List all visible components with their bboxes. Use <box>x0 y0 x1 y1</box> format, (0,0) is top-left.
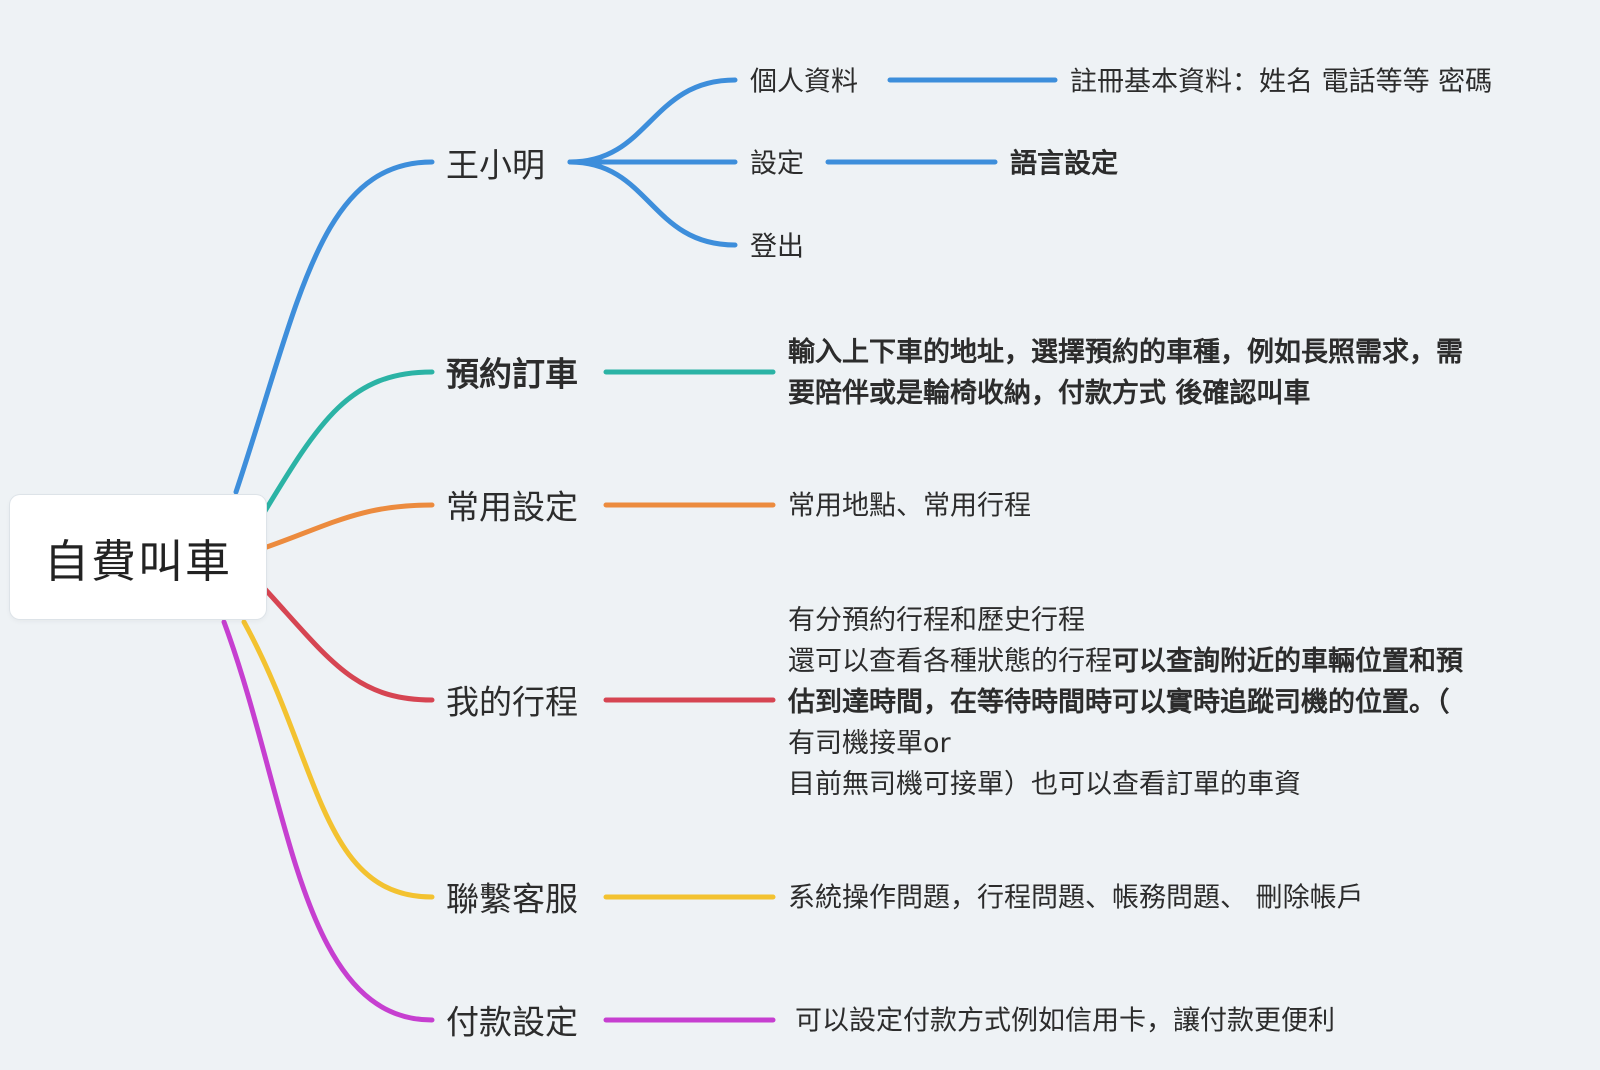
sub-profile-label: 個人資料 <box>750 66 858 98</box>
link-user-profile <box>567 77 738 165</box>
settings-detail-text: 語言設定 <box>1010 148 1118 180</box>
common-detail-text: 常用地點、常用行程 <box>788 490 1031 522</box>
sub-logout-label: 登出 <box>750 231 804 263</box>
trips-detail-line5: 目前無司機可接單）也可以查看訂單的車資 <box>788 769 1301 800</box>
branch-payment-label: 付款設定 <box>446 1002 578 1042</box>
branch-trips[interactable]: 我的行程 <box>446 686 578 719</box>
booking-detail-line1: 輸入上下車的地址，選擇預約的車種，例如長照需求，需 <box>788 337 1463 368</box>
link-root-support <box>241 619 435 900</box>
link-root-trips <box>261 585 435 703</box>
root-label: 自費叫車 <box>43 534 232 588</box>
root-node[interactable]: 自費叫車 <box>10 495 266 619</box>
trips-detail: 有分預約行程和歷史行程 還可以查看各種狀態的行程可以查詢附近的車輛位置和預 估到… <box>788 600 1578 805</box>
trips-detail-line2a: 還可以查看各種狀態的行程 <box>788 646 1112 677</box>
payment-detail-text: 可以設定付款方式例如信用卡，讓付款更便利 <box>795 1005 1335 1037</box>
branch-common[interactable]: 常用設定 <box>446 491 578 524</box>
link-user-logout <box>567 159 738 248</box>
link-root-payment <box>221 619 435 1023</box>
link-root-booking <box>259 369 435 519</box>
branch-support-label: 聯繫客服 <box>446 879 578 919</box>
link-root-user <box>233 159 435 495</box>
common-detail: 常用地點、常用行程 <box>788 493 1031 520</box>
trips-detail-line2: 還可以查看各種狀態的行程可以查詢附近的車輛位置和預 <box>788 641 1578 682</box>
trips-detail-line2b: 可以查詢附近的車輛位置和預 <box>1112 646 1463 677</box>
profile-detail: 註冊基本資料：姓名 電話等等 密碼 <box>1070 69 1492 96</box>
branch-user[interactable]: 王小明 <box>446 149 545 182</box>
branch-trips-label: 我的行程 <box>446 682 578 722</box>
sub-settings-label: 設定 <box>750 148 804 180</box>
branch-support[interactable]: 聯繫客服 <box>446 883 578 916</box>
profile-detail-text: 註冊基本資料：姓名 電話等等 密碼 <box>1070 66 1493 98</box>
booking-detail-line2: 要陪伴或是輪椅收納，付款方式 後確認叫車 <box>788 378 1311 409</box>
trips-detail-line1: 有分預約行程和歷史行程 <box>788 605 1085 636</box>
trips-detail-line3: 估到達時間，在等待時間時可以實時追蹤司機的位置。（ <box>788 687 1450 718</box>
sub-profile[interactable]: 個人資料 <box>750 69 858 96</box>
branch-booking[interactable]: 預約訂車 <box>446 358 578 391</box>
branch-common-label: 常用設定 <box>446 487 578 527</box>
sub-settings[interactable]: 設定 <box>750 151 804 178</box>
branch-user-label: 王小明 <box>446 145 545 185</box>
settings-detail: 語言設定 <box>1010 151 1118 178</box>
branch-booking-label: 預約訂車 <box>446 354 578 394</box>
sub-logout[interactable]: 登出 <box>750 234 804 261</box>
branch-payment[interactable]: 付款設定 <box>446 1006 578 1039</box>
trips-detail-line4: 有司機接單or <box>788 728 951 759</box>
link-root-common <box>261 502 435 551</box>
support-detail: 系統操作問題，行程問題、帳務問題、 刪除帳戶 <box>788 885 1364 912</box>
payment-detail: 可以設定付款方式例如信用卡，讓付款更便利 <box>795 1008 1335 1035</box>
support-detail-text: 系統操作問題，行程問題、帳務問題、 刪除帳戶 <box>788 882 1364 914</box>
booking-detail: 輸入上下車的地址，選擇預約的車種，例如長照需求，需 要陪伴或是輪椅收納，付款方式… <box>788 332 1578 414</box>
